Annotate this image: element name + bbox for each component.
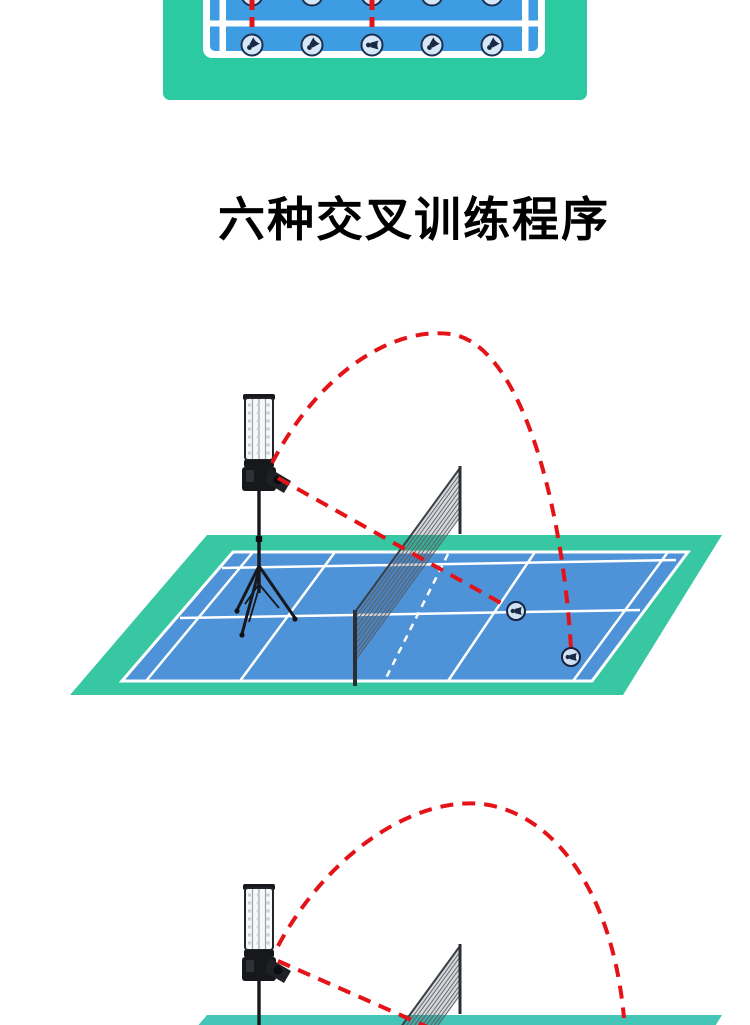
training-diagram-middle xyxy=(70,331,722,695)
top-court-diagram xyxy=(163,0,587,100)
trajectory-high-arc xyxy=(276,801,626,1019)
trajectory-straight-drive xyxy=(277,959,429,1025)
section-title: 六种交叉训练程序 xyxy=(218,193,610,246)
red-dashed-guides xyxy=(249,0,375,34)
court-surround-green xyxy=(198,1015,722,1025)
training-diagram-bottom xyxy=(198,801,722,1025)
shuttlecock-marker xyxy=(240,33,264,57)
trajectories xyxy=(276,801,626,1025)
trajectory-high-arc xyxy=(270,331,573,649)
shuttlecock-marker xyxy=(300,33,324,57)
trajectories xyxy=(270,331,573,649)
court-lines xyxy=(145,551,677,682)
shuttlecock-machine xyxy=(232,882,300,1025)
net xyxy=(401,944,462,1025)
shuttlecock-marker xyxy=(420,33,444,57)
shuttlecock-marker-landing-2 xyxy=(561,647,581,667)
shuttlecock-marker xyxy=(480,33,504,57)
net xyxy=(353,466,462,686)
shuttlecock-marker-landing-1 xyxy=(506,601,526,621)
marker-row-front xyxy=(240,33,504,57)
shuttlecock-marker xyxy=(360,33,384,57)
